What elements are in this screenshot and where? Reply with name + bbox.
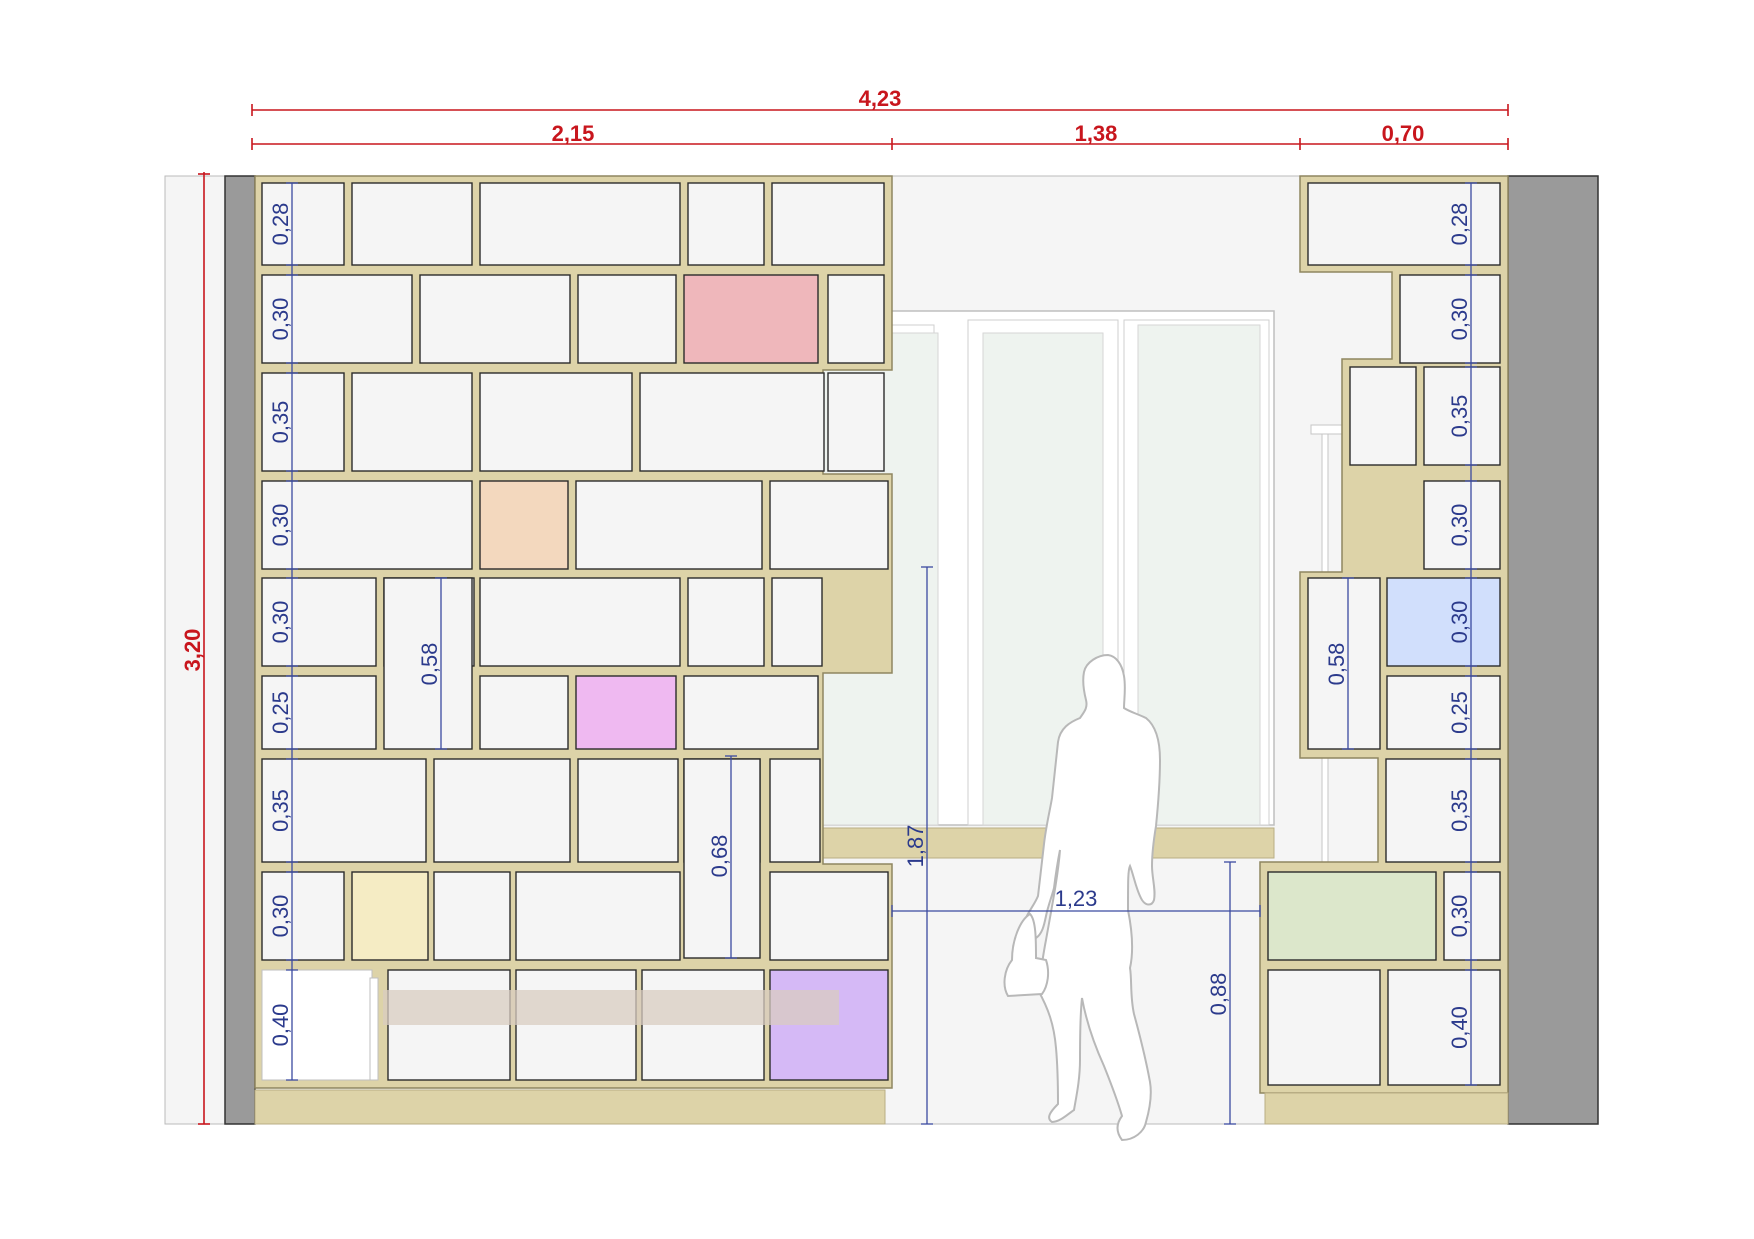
overall-height-label: 3,20 [180,629,205,672]
right-tall-box-label: 0,58 [1324,643,1349,686]
shelf-box [351,871,429,961]
right-shelf-height-label: 0,30 [1447,504,1472,547]
shelf-box [261,675,377,750]
shelf-box [261,480,473,570]
shelf-box [1349,366,1417,466]
tall-shelf-box [683,758,761,959]
shelf-box [479,480,569,570]
left-shelf-height-label: 0,30 [268,298,293,341]
left-shelf-height-label: 0,30 [268,504,293,547]
shelf-box [827,274,885,364]
shelf-box [419,274,571,364]
woman-silhouette [1022,653,1162,1142]
shelf-box [479,675,569,750]
right-shelf-height-label: 0,35 [1447,395,1472,438]
shelf-box [577,274,677,364]
shelf-box [1423,366,1501,466]
left-shelf-height-label: 0,30 [268,601,293,644]
shelf-box [1267,969,1381,1086]
right-shelf-height-label: 0,30 [1447,895,1472,938]
tall-shelf-box [383,577,473,750]
left-shelf-height-label: 0,30 [268,895,293,938]
shelf-box [827,372,885,472]
shelf-box [639,372,825,472]
shelf-box [479,372,633,472]
left-section-width-label: 2,15 [552,121,595,146]
opening-dimensions: 1,87 1,23 0,88 [891,566,1261,1125]
center-tall-box-label: 0,68 [707,835,732,878]
right-base-height-label: 0,88 [1206,973,1231,1016]
opening-height-label: 1,87 [903,825,928,868]
shelf-box [687,182,765,266]
shelf-box [1307,182,1501,266]
shelf-box [1423,480,1501,570]
tall-box-dimensions: 0,58 0,58 0,68 [417,577,1354,959]
shelf-box [1387,969,1501,1086]
right-shelf-boxes [1267,182,1501,1086]
left-tall-box-label: 0,58 [417,643,442,686]
right-plinth [1264,1092,1509,1125]
shelf-box [1399,274,1501,364]
shelf-box [1386,577,1501,667]
shelf-box [769,758,821,863]
right-shelf-height-label: 0,40 [1447,1006,1472,1049]
right-shelf-height-label: 0,30 [1447,601,1472,644]
shelf-box [1386,675,1501,750]
left-shelf-height-label: 0,35 [268,401,293,444]
shelf-box [261,577,377,667]
shelf-box [687,577,765,667]
left-shelf-height-label: 0,28 [268,203,293,246]
shelf-box [769,871,889,961]
top-dimensions: 4,23 2,15 1,38 0,70 [251,86,1509,150]
shelf-box [575,480,763,570]
right-shelf-height-label: 0,28 [1447,203,1472,246]
right-shelf-height-label: 0,25 [1447,691,1472,734]
right-shelf-height-dimensions: 0,28 0,30 0,35 0,30 0,30 0,25 0,35 0,30 0,40 [1447,182,1477,1086]
left-shelf-height-label: 0,40 [268,1004,293,1047]
left-wall [224,175,256,1125]
shelf-box [433,871,511,961]
shelf-box [575,675,677,750]
right-shelf-height-label: 0,30 [1447,298,1472,341]
shelf-box [1385,758,1501,863]
right-shelf-height-label: 0,35 [1447,789,1472,832]
shelf-box [577,758,679,863]
handbag [1003,912,1050,998]
right-section-width-label: 0,70 [1382,121,1425,146]
shelf-box [1267,871,1437,961]
tall-shelf-box [1307,577,1381,750]
shelf-box [261,871,345,961]
shelf-box [771,577,823,667]
shelf-box [479,577,681,667]
shelf-box [683,675,819,750]
left-shelf-height-label: 0,35 [268,789,293,832]
shelf-box [351,182,473,266]
shelf-box [261,182,345,266]
left-shelf-height-label: 0,25 [268,691,293,734]
left-plinth [254,1089,886,1125]
shelf-box [515,871,681,961]
middle-opening-width-label: 1,38 [1075,121,1118,146]
shelf-box [683,274,819,364]
opening-width-label: 1,23 [1055,886,1098,911]
shelf-box [261,274,413,364]
shelf-box [261,372,345,472]
right-wall [1507,175,1599,1125]
shelf-box [479,182,681,266]
shelf-box [433,758,571,863]
left-shelf-height-dimensions: 0,28 0,30 0,35 0,30 0,30 0,25 0,35 0,30 0,40 [268,182,298,1081]
overall-height-dimension: 3,20 [180,172,210,1125]
shelf-box [769,480,889,570]
left-shelf-boxes [261,182,889,1081]
overall-width-label: 4,23 [859,86,902,111]
bench-shadow [261,969,839,1081]
shelf-box [261,758,427,863]
shelf-box [771,182,885,266]
shelf-box [351,372,473,472]
